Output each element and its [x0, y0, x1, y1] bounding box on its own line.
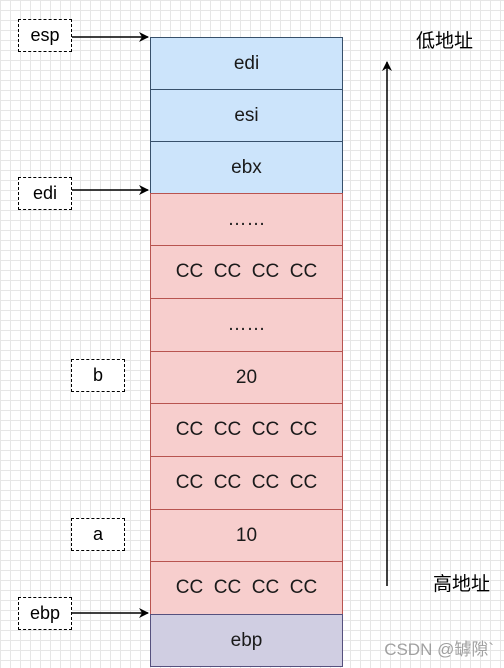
stack-cell-cc-4: CC CC CC CC: [150, 561, 343, 615]
watermark: CSDN @罅隙`: [384, 640, 494, 659]
low-address-label: 低地址: [416, 31, 474, 52]
stack-cell-cc-3: CC CC CC CC: [150, 456, 343, 510]
esp-pointer-label: esp: [18, 19, 72, 52]
stack-cell-edi: edi: [150, 37, 343, 90]
stack-cell-cc-2: CC CC CC CC: [150, 403, 343, 457]
edi-pointer-label: edi: [18, 177, 72, 210]
high-address-label: 高地址: [433, 574, 491, 595]
stack-cell-a-value: 10: [150, 509, 343, 562]
stack-cell-ebp: ebp: [150, 614, 343, 667]
ebp-pointer-label: ebp: [18, 597, 72, 630]
b-variable-label: b: [71, 359, 125, 392]
stack-cell-ebx: ebx: [150, 141, 343, 194]
stack-cell-cc-1: CC CC CC CC: [150, 245, 343, 299]
a-variable-label: a: [71, 518, 125, 551]
